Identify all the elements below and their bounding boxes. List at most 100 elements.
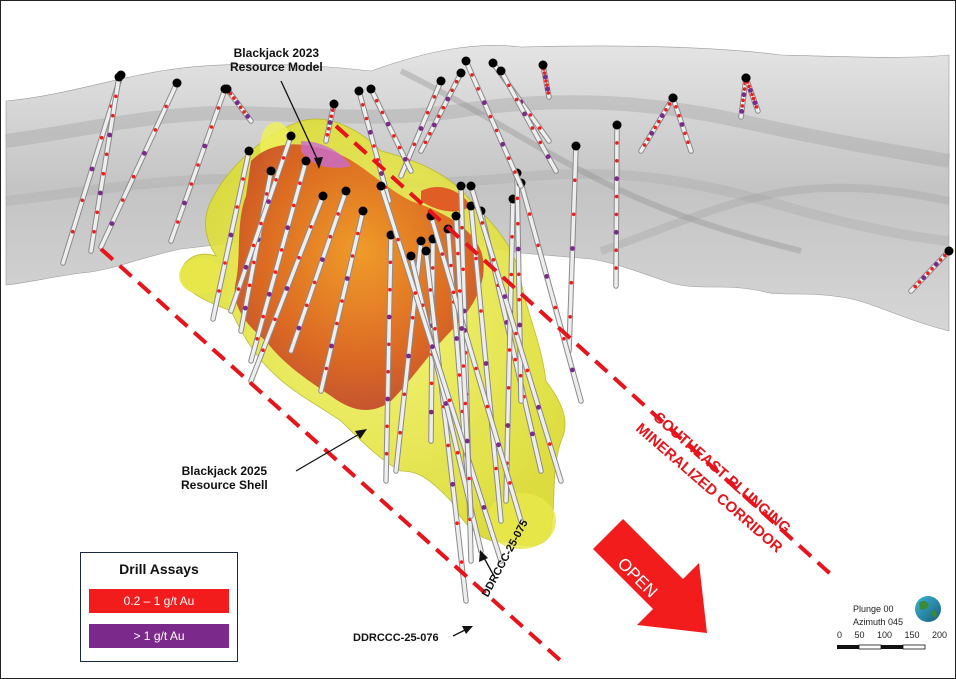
assay-interval — [615, 141, 619, 145]
assay-interval — [114, 94, 118, 99]
assay-interval — [387, 342, 391, 347]
drill-collar — [421, 246, 431, 256]
assay-interval — [266, 291, 272, 297]
assay-interval — [418, 126, 424, 131]
drill-hole-trace — [499, 69, 558, 173]
assay-interval — [234, 100, 240, 106]
assay-interval — [440, 252, 445, 256]
scale-tick: 0 — [837, 630, 843, 640]
assay-interval — [386, 314, 392, 320]
drill-collar — [488, 58, 498, 68]
assay-interval — [164, 104, 168, 109]
drill-hole-trace — [384, 233, 393, 483]
drill-collar — [496, 66, 506, 76]
assay-interval — [474, 366, 478, 371]
drill-collar — [114, 72, 124, 82]
drill-collar — [456, 68, 466, 78]
assay-interval — [437, 114, 441, 119]
assay-interval — [522, 111, 527, 117]
assay-interval — [449, 263, 453, 268]
assay-interval — [542, 74, 548, 80]
assay-interval — [228, 232, 234, 238]
assay-interval — [491, 258, 496, 262]
assay-interval — [525, 368, 530, 373]
assay-interval — [89, 166, 95, 172]
assay-interval — [505, 423, 511, 428]
assay-interval — [297, 255, 301, 260]
assay-interval — [447, 398, 452, 403]
assay-interval — [456, 251, 460, 256]
assay-interval — [70, 229, 75, 234]
assay-interval — [243, 264, 249, 270]
assay-interval — [413, 291, 418, 295]
assay-interval — [752, 100, 758, 106]
assay-interval — [451, 290, 456, 295]
assay-interval — [740, 104, 745, 108]
assay-interval — [385, 424, 389, 429]
assay-interval — [285, 225, 291, 231]
assay-interval — [458, 289, 462, 293]
assay-interval — [513, 170, 517, 174]
assay-interval — [518, 373, 523, 378]
label-hole-ddrccc-25-076: DDRCCC-25-076 — [353, 632, 439, 644]
assay-interval — [99, 135, 104, 140]
drill-collar — [944, 246, 954, 256]
assay-interval — [483, 361, 489, 366]
assay-interval — [261, 314, 266, 319]
assay-interval — [292, 203, 296, 208]
assay-interval — [273, 270, 278, 274]
assay-interval — [255, 337, 259, 341]
assay-interval — [329, 343, 334, 349]
assay-interval — [570, 246, 575, 251]
assay-interval — [496, 442, 501, 448]
assay-interval — [517, 322, 523, 328]
assay-interval — [921, 275, 927, 281]
assay-interval — [748, 88, 753, 93]
assay-interval — [542, 71, 547, 75]
drill-collar — [451, 211, 461, 221]
drill-collar — [612, 120, 622, 130]
assay-interval — [667, 102, 672, 106]
assay-interval — [380, 110, 385, 115]
assay-interval — [296, 325, 302, 331]
assay-interval — [385, 396, 391, 402]
assay-interval — [677, 113, 681, 118]
assay-interval — [430, 266, 435, 270]
assay-interval — [425, 110, 430, 115]
assay-interval — [933, 261, 939, 267]
drill-hole-trace — [515, 171, 523, 403]
assay-interval — [402, 156, 408, 162]
assay-interval — [509, 272, 514, 277]
assay-interval — [142, 150, 147, 156]
assay-interval — [364, 116, 369, 121]
assay-interval — [686, 140, 690, 144]
assay-interval — [459, 560, 464, 564]
assay-interval — [613, 229, 619, 235]
drill-collar — [341, 186, 351, 196]
drill-collar — [416, 236, 426, 246]
assay-interval — [324, 366, 329, 371]
azimuth-text: Azimuth 045 — [853, 617, 904, 627]
assay-interval — [517, 297, 521, 302]
assay-interval — [481, 100, 487, 106]
assay-interval — [406, 353, 411, 359]
drill-collar — [406, 251, 416, 261]
assay-interval — [464, 438, 470, 444]
assay-interval — [109, 221, 115, 227]
assay-interval — [545, 86, 550, 92]
assay-interval — [309, 225, 313, 229]
assay-interval — [568, 315, 572, 319]
drill-collar — [318, 191, 328, 201]
assay-interval — [247, 283, 252, 288]
assay-interval — [943, 253, 947, 258]
assay-interval — [481, 505, 487, 510]
assay-interval — [264, 192, 269, 196]
assay-interval — [664, 108, 668, 112]
assay-interval — [917, 280, 922, 284]
drill-hole-trace — [239, 169, 273, 333]
assay-interval — [402, 392, 407, 397]
open-direction-arrow — [593, 519, 707, 633]
scale-tick: 50 — [854, 630, 865, 640]
assay-interval — [562, 336, 566, 341]
